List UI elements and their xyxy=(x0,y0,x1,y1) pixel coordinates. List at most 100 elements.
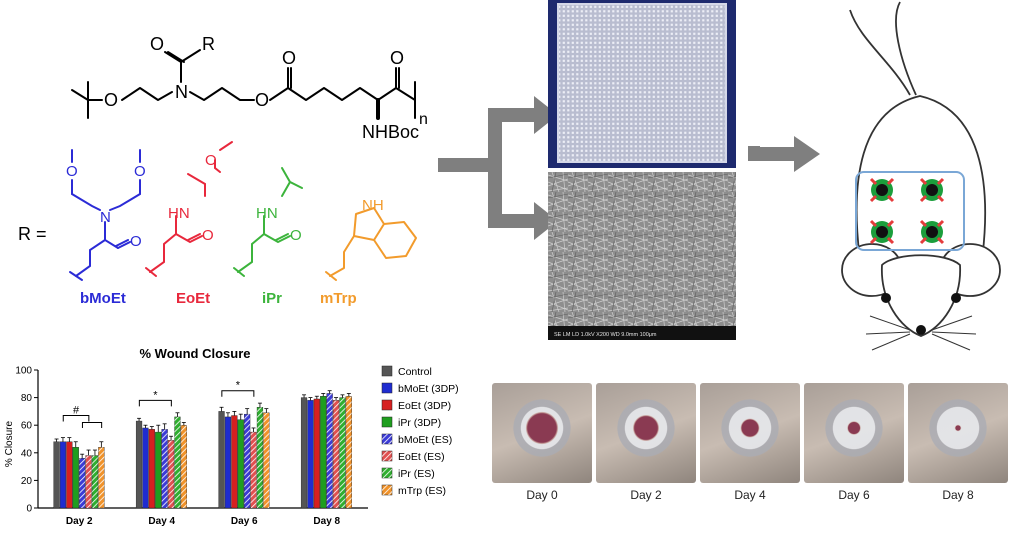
atom-n: N xyxy=(175,82,188,102)
bmoet-atom-o-2: O xyxy=(134,163,146,180)
x-tick-label: Day 4 xyxy=(148,516,175,527)
y-tick-label: 60 xyxy=(21,421,33,432)
bar xyxy=(155,431,162,509)
bar xyxy=(224,416,232,509)
bar xyxy=(66,441,73,509)
r-group-label: R xyxy=(202,34,215,54)
label-ipr: iPr xyxy=(262,290,282,307)
legend-label: EoEt (3DP) xyxy=(398,400,451,412)
x-tick-label: Day 2 xyxy=(66,516,93,527)
bmoet-atom-o-3: O xyxy=(130,233,142,250)
x-tick-label: Day 8 xyxy=(313,516,340,527)
label-mtrp: mTrp xyxy=(320,290,357,307)
legend-label: mTrp (ES) xyxy=(398,485,446,497)
y-tick-label: 20 xyxy=(21,476,33,487)
wound-photo-day-label: Day 2 xyxy=(630,488,662,502)
bar-hatch xyxy=(326,393,333,508)
bar-hatch xyxy=(345,396,352,508)
bar-hatch xyxy=(85,455,92,508)
mouse-head xyxy=(881,254,961,337)
legend-label: bMoEt (ES) xyxy=(398,434,452,446)
bar xyxy=(320,396,327,509)
mouse-body xyxy=(855,95,987,261)
bmoet-atom-n: N xyxy=(100,209,111,226)
legend-label: EoEt (ES) xyxy=(398,451,445,463)
legend-swatch xyxy=(381,382,393,394)
wound-photo xyxy=(596,383,696,483)
bar-hatch xyxy=(79,458,86,508)
ipr-atom-o: O xyxy=(290,227,302,244)
legend-swatch-hatch xyxy=(382,468,392,478)
repeat-n-label: n xyxy=(419,111,428,128)
mtrp-nh-label: NH xyxy=(362,197,384,214)
wound-photo xyxy=(804,383,904,483)
end-methyl-bond xyxy=(71,89,89,101)
wound-photo-day-label: Day 8 xyxy=(942,488,974,502)
arrow-to-mouse xyxy=(748,136,820,172)
bar xyxy=(53,441,60,509)
legend-swatch-hatch xyxy=(382,485,392,495)
significance-bracket xyxy=(81,421,103,428)
legend-label: bMoEt (3DP) xyxy=(398,383,459,395)
label-eoet: EoEt xyxy=(176,290,210,307)
nhboc-label: NHBoc xyxy=(362,122,419,142)
mouse-nose xyxy=(916,325,926,335)
mouse-eye-right xyxy=(951,293,961,303)
legend-swatch xyxy=(381,416,393,428)
arrow-to-3dp xyxy=(534,96,558,134)
wound-photo xyxy=(492,383,592,483)
bar xyxy=(148,429,155,509)
bmoet-atom-o-1: O xyxy=(66,163,78,180)
y-tick-label: 40 xyxy=(21,448,33,459)
atom-o-3: O xyxy=(150,34,164,54)
bar-hatch xyxy=(244,414,251,508)
eoet-nh-label: HN xyxy=(168,205,190,222)
bar xyxy=(59,441,67,509)
chart-title: % Wound Closure xyxy=(140,346,251,361)
bar-hatch xyxy=(92,455,98,508)
mouse-illustration xyxy=(841,1,1001,351)
ipr-nh-label: HN xyxy=(256,205,278,222)
atom-o-4: O xyxy=(282,48,296,68)
atom-o-5: O xyxy=(390,48,404,68)
significance-marker: * xyxy=(153,389,158,401)
bar xyxy=(135,420,143,509)
significance-marker: # xyxy=(73,405,80,417)
polymer-structure: O N O O O O R NHBoc n R = O O N O O HN xyxy=(18,34,428,307)
legend-label: Control xyxy=(398,366,432,378)
bar-hatch xyxy=(161,429,168,508)
significance-bracket xyxy=(62,415,90,422)
wound-photo xyxy=(908,383,1008,483)
wound-photo-day-label: Day 6 xyxy=(838,488,870,502)
bar-hatch xyxy=(339,397,346,508)
legend-swatch xyxy=(381,365,393,377)
arrow-to-es xyxy=(534,202,558,240)
atom-o-1: O xyxy=(104,90,118,110)
bar xyxy=(300,397,308,509)
bar xyxy=(142,427,149,509)
chart-y-axis-label: % Closure xyxy=(4,421,15,468)
legend-swatch xyxy=(381,399,393,411)
scaffold-es-sem-image: SE LM LD 1.0kV X200 WD 9.0mm 100μm xyxy=(548,172,736,340)
wound-photo xyxy=(700,383,800,483)
y-tick-label: 0 xyxy=(26,504,32,515)
legend-label: iPr (3DP) xyxy=(398,417,441,429)
wound-photo-day-label: Day 0 xyxy=(526,488,558,502)
legend-label: iPr (ES) xyxy=(398,468,435,480)
substituent-bmoet xyxy=(69,149,141,281)
bar-hatch xyxy=(333,400,339,508)
mouse-eye-left xyxy=(881,293,891,303)
bar xyxy=(307,400,314,509)
bar xyxy=(237,419,244,509)
wound-sites xyxy=(869,177,945,245)
x-tick-label: Day 6 xyxy=(231,516,258,527)
bar xyxy=(313,398,320,509)
eoet-atom-o-1: O xyxy=(205,152,217,169)
bar-hatch xyxy=(263,412,270,508)
bar-hatch xyxy=(168,440,174,508)
r-equals-label: R = xyxy=(18,224,47,244)
bar-hatch xyxy=(180,425,187,508)
bar-hatch xyxy=(98,447,105,508)
sem-scale-bar: SE LM LD 1.0kV X200 WD 9.0mm 100μm xyxy=(554,332,657,338)
bar xyxy=(218,411,225,509)
